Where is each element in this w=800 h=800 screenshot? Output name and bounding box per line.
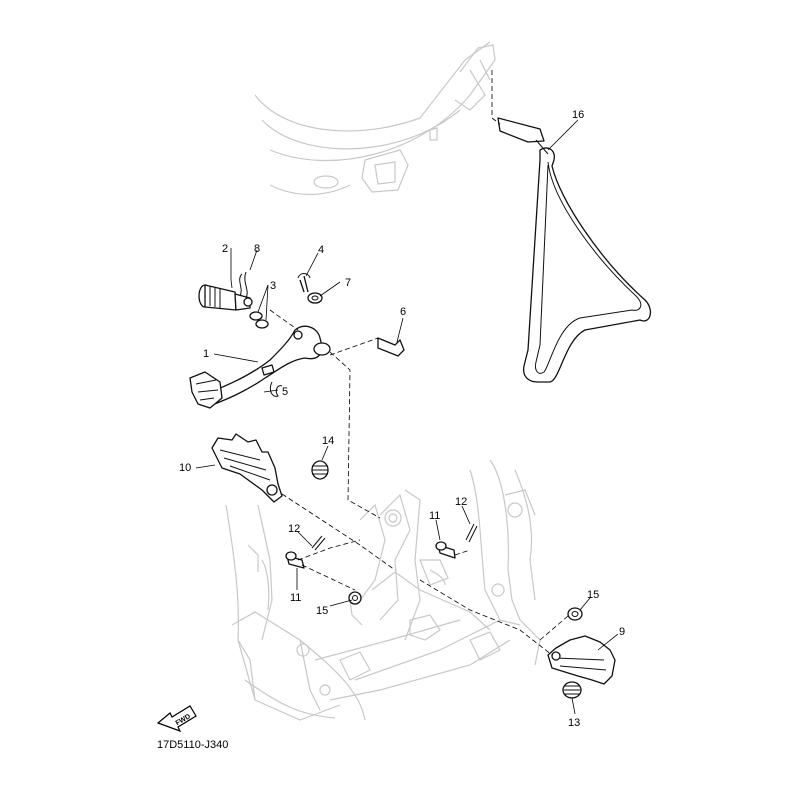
frame-outline <box>225 41 541 721</box>
part-label-7: 7 <box>345 277 351 289</box>
part-label-10: 10 <box>179 462 191 474</box>
footrest-spring-left <box>311 460 329 480</box>
part-label-14: 14 <box>322 435 334 447</box>
pin-left <box>285 551 305 569</box>
part-label-11-left: 11 <box>290 592 301 604</box>
bushing-right <box>567 607 583 621</box>
part-label-12-right: 12 <box>455 496 467 508</box>
part-label-9: 9 <box>619 626 625 638</box>
washer <box>307 292 323 304</box>
part-label-1: 1 <box>203 348 209 360</box>
footrest-right <box>547 635 616 685</box>
part-label-8: 8 <box>254 243 260 255</box>
pin-right <box>435 541 456 559</box>
stand <box>497 117 652 383</box>
part-label-2: 2 <box>222 243 228 255</box>
bushing-left <box>348 591 362 605</box>
pivot-shaft <box>198 284 253 311</box>
part-label-12-left: 12 <box>288 523 300 535</box>
cotter-pin-left <box>311 535 326 551</box>
footrest-spring-right <box>562 681 582 699</box>
fwd-arrow-icon: FWD <box>156 705 197 733</box>
brake-pedal <box>189 325 331 409</box>
spring-clip <box>239 271 248 299</box>
cotter-pin-top <box>297 273 311 293</box>
part-label-15-left: 15 <box>316 605 328 617</box>
footrest-left <box>211 433 283 503</box>
leader-lines <box>195 119 619 715</box>
return-spring <box>269 381 283 397</box>
part-number-labels: 1 2 8 3 4 7 6 5 16 14 10 12 11 15 11 12 … <box>179 109 625 729</box>
part-label-13: 13 <box>568 717 580 729</box>
assembly-lines <box>269 70 569 656</box>
clevis-pin <box>377 337 405 357</box>
part-label-6: 6 <box>400 306 406 318</box>
part-label-4: 4 <box>318 244 324 256</box>
part-label-11-right: 11 <box>429 510 440 522</box>
part-label-15-right: 15 <box>587 589 599 601</box>
part-label-3: 3 <box>270 280 276 292</box>
cotter-pin-right <box>465 523 478 543</box>
drawing-code: 17D5110-J340 <box>157 739 228 751</box>
part-label-5: 5 <box>282 386 288 398</box>
o-rings <box>249 311 269 329</box>
part-label-16: 16 <box>572 109 584 121</box>
